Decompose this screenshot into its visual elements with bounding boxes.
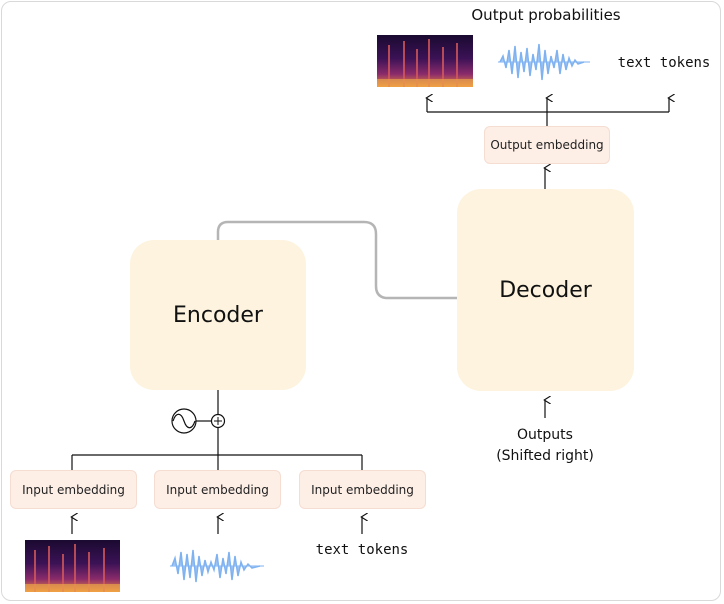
input-spectrogram-image: [25, 540, 120, 592]
outputs-label-line2: (Shifted right): [496, 448, 594, 464]
encoder-block: Encoder: [130, 240, 306, 390]
input-text-tokens: text tokens: [315, 542, 409, 558]
decoder-block: Decoder: [457, 189, 634, 391]
output-embedding-box: Output embedding: [484, 126, 610, 164]
input-embedding-label: Input embedding: [166, 482, 269, 497]
outputs-shifted-right-label: Outputs (Shifted right): [475, 425, 615, 467]
input-embedding-waveform: Input embedding: [154, 470, 281, 509]
decoder-label: Decoder: [499, 277, 592, 303]
input-waveform-icon: [170, 542, 264, 590]
outputs-label-line1: Outputs: [517, 427, 573, 443]
output-text-tokens: text tokens: [617, 55, 711, 71]
encoder-label: Encoder: [173, 302, 263, 328]
output-probabilities-title: Output probabilities: [471, 6, 621, 24]
output-spectrogram-image: [377, 35, 473, 87]
input-embedding-label: Input embedding: [22, 482, 125, 497]
input-embedding-label: Input embedding: [311, 482, 414, 497]
output-embedding-label: Output embedding: [490, 138, 604, 152]
input-embedding-text: Input embedding: [299, 470, 426, 509]
input-embedding-spectrogram: Input embedding: [10, 470, 137, 509]
output-waveform-icon: [498, 38, 590, 86]
encoder-decoder-connector: [216, 220, 460, 300]
sinusoid-icon: [171, 408, 197, 434]
add-operator-icon: [210, 413, 226, 429]
